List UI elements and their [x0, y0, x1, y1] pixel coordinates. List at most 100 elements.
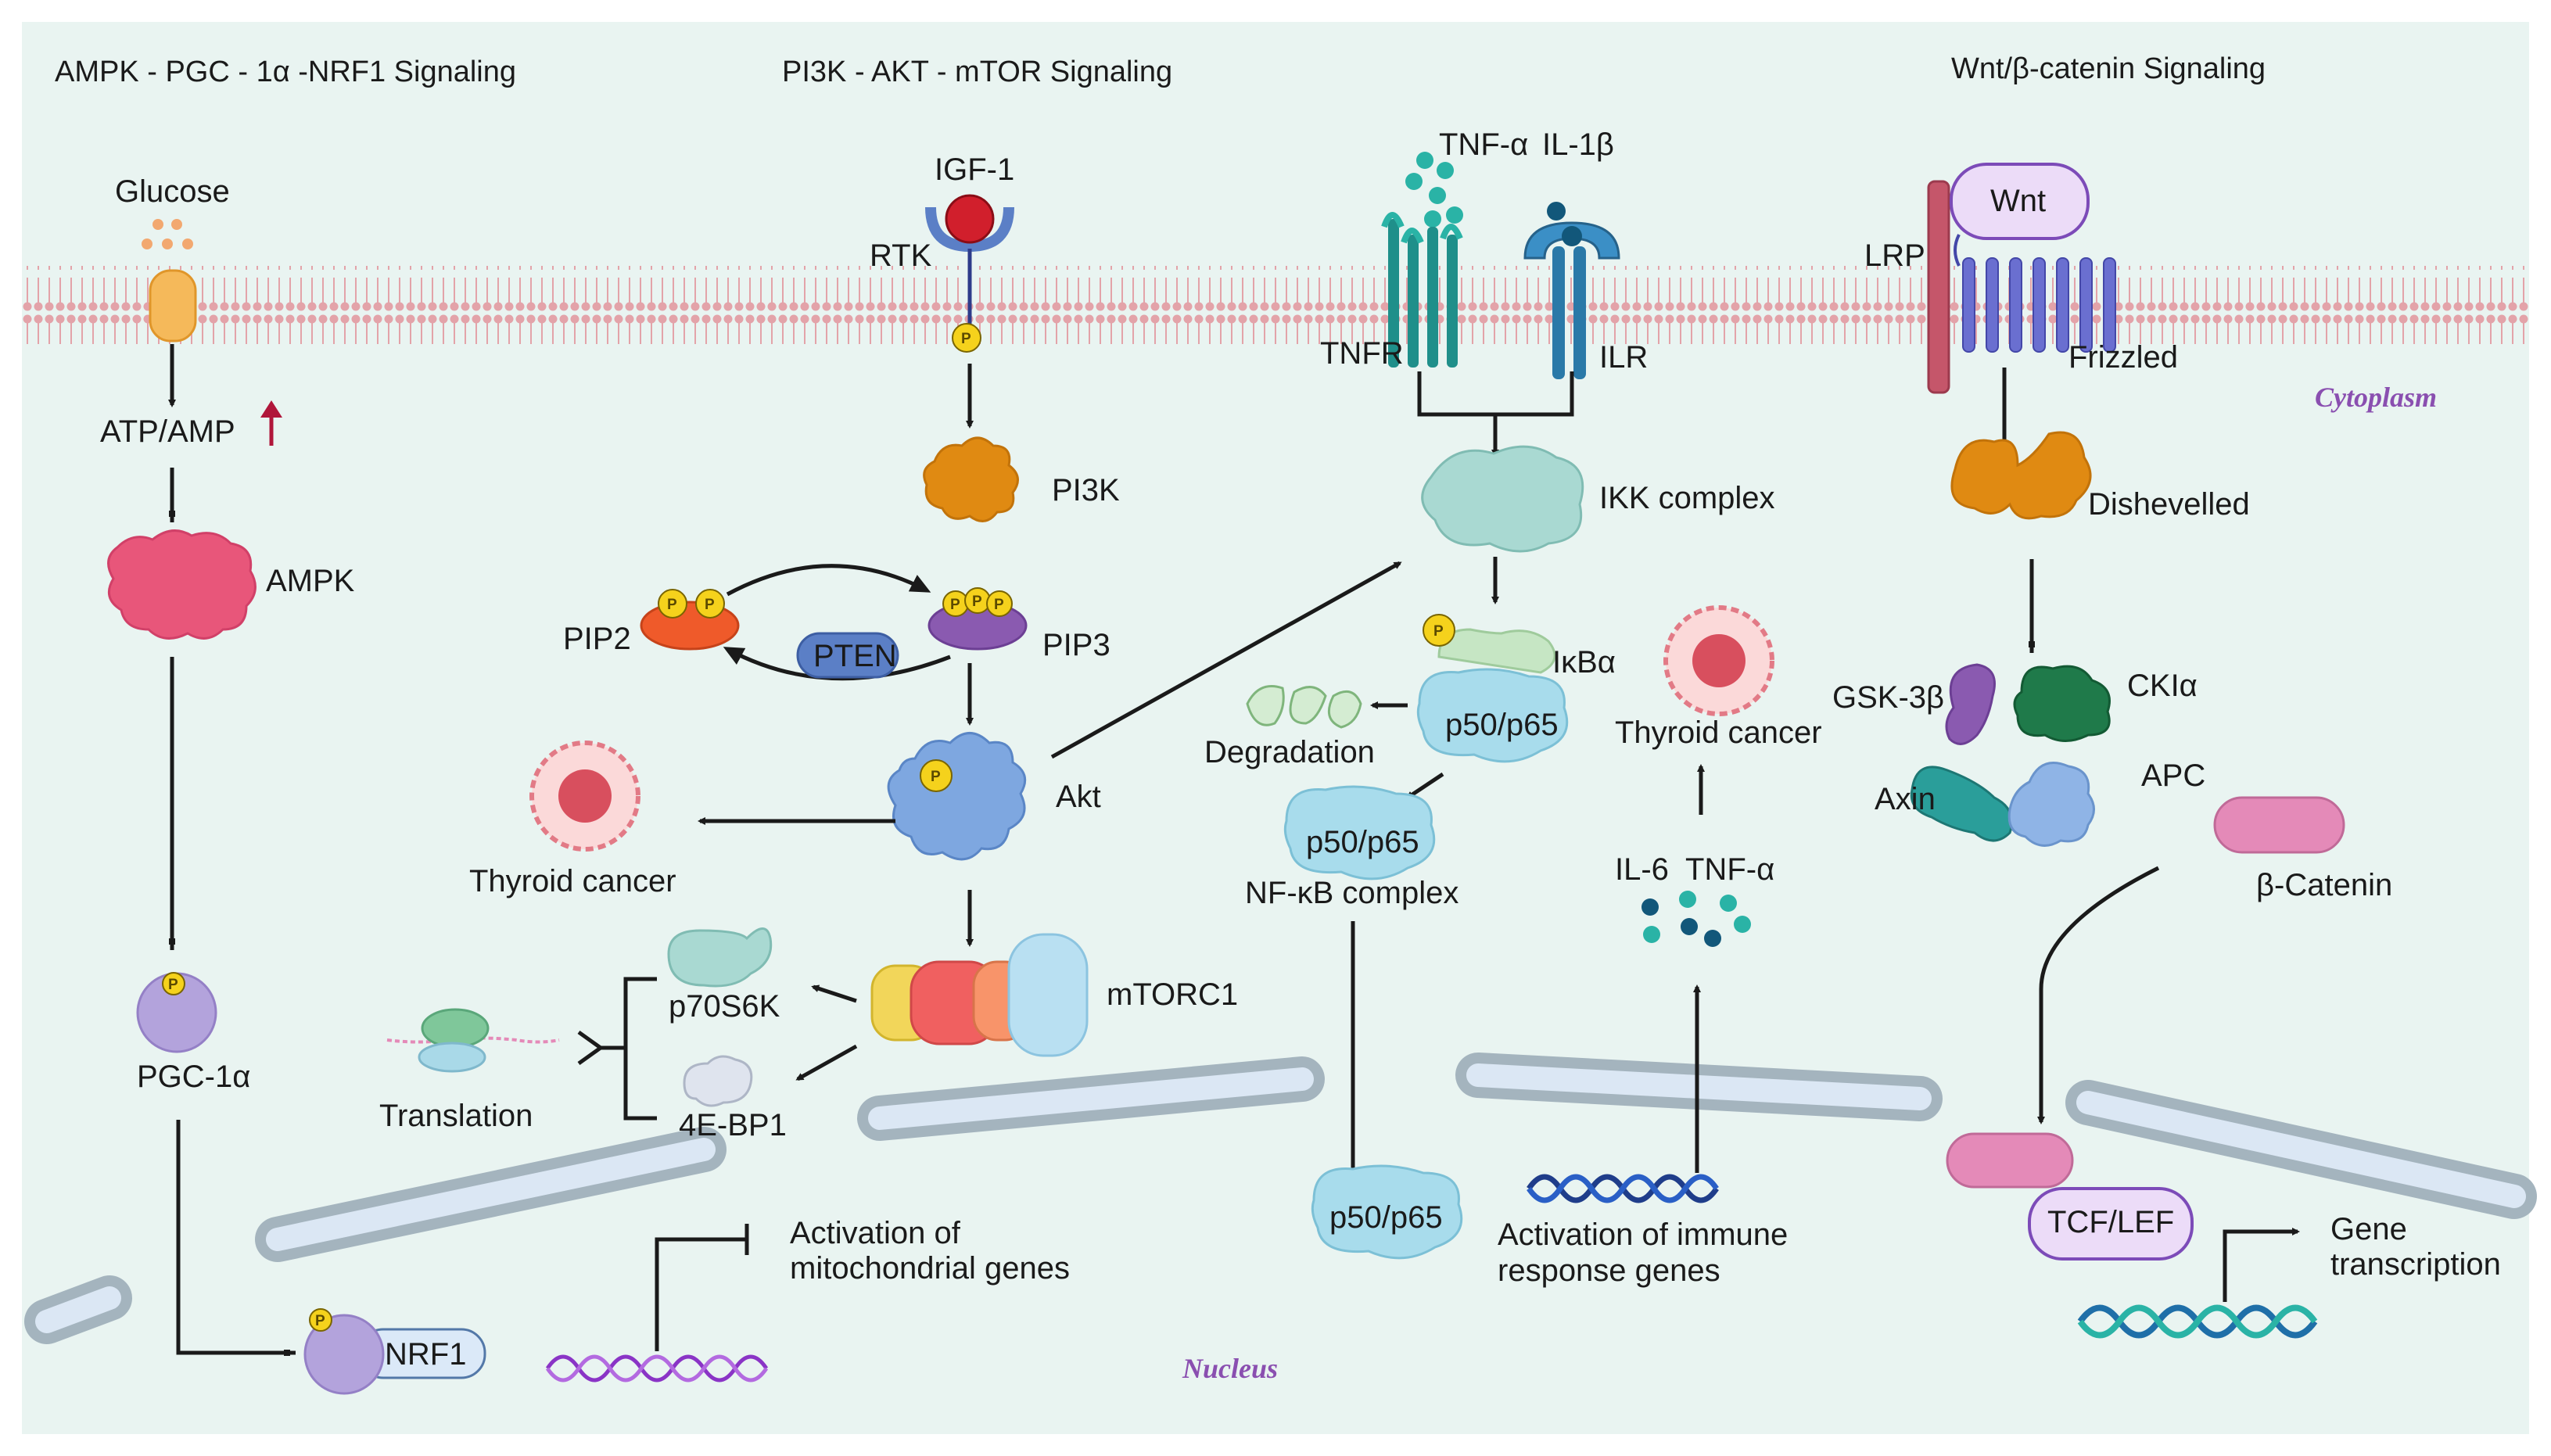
- phospho-icon: P: [920, 759, 953, 792]
- p70s6k-label: p70S6K: [669, 989, 780, 1024]
- translation-label: Translation: [379, 1099, 533, 1133]
- bcatenin-label: β-Catenin: [2256, 868, 2392, 902]
- svg-text:P: P: [994, 597, 1004, 613]
- thyroid-cancer-cell-icon: [529, 741, 640, 852]
- dishevelled-label: Dishevelled: [2088, 487, 2250, 522]
- nuclear-envelope: [24, 1053, 2537, 1344]
- ebp1-protein: [683, 1055, 753, 1107]
- p50p65-label-2: p50/p65: [1306, 825, 1419, 859]
- cell-membrane: [22, 266, 2529, 344]
- glucose-molecules: [142, 219, 193, 249]
- nfkb-complex-label: NF-κB complex: [1245, 876, 1458, 910]
- svg-text:P: P: [667, 597, 677, 613]
- p50p65-complex: [1416, 668, 1569, 763]
- nrf1-protein: [303, 1314, 385, 1395]
- pi3k-protein: [923, 436, 1019, 522]
- ampk-label: AMPK: [266, 564, 355, 598]
- phospho-icon: P P P: [942, 587, 1013, 617]
- tnfa-label: TNF-α: [1439, 127, 1528, 162]
- p50p65-complex-nucleus: [1311, 1164, 1463, 1260]
- up-arrow-icon: [260, 400, 282, 446]
- degradation-label: Degradation: [1204, 735, 1375, 769]
- p70s6k-protein: [667, 927, 773, 988]
- apc-label: APC: [2141, 758, 2205, 793]
- apc-protein: [2007, 762, 2095, 847]
- svg-text:P: P: [931, 769, 941, 785]
- dna-helix-icon: [2077, 1304, 2318, 1339]
- ckia-label: CKIα: [2127, 669, 2198, 703]
- tcflef-factor: [2028, 1187, 2194, 1261]
- thyroid-cancer-cell-icon: [1663, 605, 1774, 716]
- frizzled-label: Frizzled: [2068, 340, 2178, 375]
- atp-amp-label: ATP/AMP: [100, 414, 235, 449]
- phospho-icon: P: [162, 972, 185, 995]
- frizzled-receptor: [1954, 234, 2116, 353]
- ikk-label: IKK complex: [1599, 481, 1775, 515]
- akt-label: Akt: [1056, 780, 1101, 814]
- lrp-label: LRP: [1864, 238, 1925, 273]
- dishevelled-protein: [1950, 431, 2092, 520]
- thyroid-cancer-label-right: Thyroid cancer: [1615, 715, 1822, 750]
- bcatenin-nuclear: [1946, 1132, 2074, 1189]
- header-wnt: Wnt/β-catenin Signaling: [1951, 52, 2266, 85]
- ikk-complex: [1421, 445, 1584, 553]
- p50p65-complex-nfkb: [1283, 785, 1436, 880]
- akt-protein: [887, 732, 1027, 861]
- tnfr-label: TNFR: [1320, 336, 1404, 371]
- gene-transcription-line1: Gene: [2330, 1212, 2407, 1246]
- mito-activation-line2: mitochondrial genes: [790, 1251, 1070, 1286]
- ikba-label: IκBα: [1552, 645, 1616, 680]
- bcatenin-protein: [2213, 796, 2345, 854]
- gsk3b-protein: [1945, 663, 1996, 745]
- degradation-icon: [1246, 685, 1362, 729]
- pten-protein: [796, 632, 899, 679]
- pten-label: PTEN: [813, 639, 897, 673]
- svg-text:P: P: [950, 597, 960, 613]
- thyroid-cancer-label-left: Thyroid cancer: [469, 864, 676, 898]
- header-ampk: AMPK - PGC - 1α -NRF1 Signaling: [55, 56, 516, 88]
- ampk-protein: [107, 529, 257, 640]
- rtk-receptor: [925, 206, 1014, 253]
- il1b-label: IL-1β: [1542, 127, 1614, 162]
- ilr-label: ILR: [1599, 340, 1648, 375]
- dna-helix-icon: [545, 1354, 769, 1382]
- nrf1-label: NRF1: [385, 1337, 466, 1372]
- wnt-label: Wnt: [1990, 184, 2046, 218]
- nucleus-label: Nucleus: [1182, 1353, 1278, 1384]
- il6-label: IL-6: [1615, 852, 1669, 887]
- mito-activation-line1: Activation of: [790, 1216, 961, 1250]
- pgc1a-label: PGC-1α: [137, 1060, 250, 1094]
- phospho-icon: P: [952, 323, 981, 353]
- rtk-label: RTK: [870, 238, 932, 273]
- phospho-icon: P: [1423, 614, 1455, 647]
- pip3-label: PIP3: [1042, 628, 1110, 662]
- tnfa2-label: TNF-α: [1685, 852, 1774, 887]
- immune-activation-line2: response genes: [1498, 1253, 1720, 1288]
- axin-protein: [1910, 766, 2013, 842]
- pip2-label: PIP2: [563, 622, 631, 656]
- ckia-protein: [2013, 665, 2111, 742]
- svg-text:P: P: [961, 331, 971, 347]
- tcflef-label: TCF/LEF: [2047, 1205, 2174, 1239]
- igf1-label: IGF-1: [935, 152, 1014, 187]
- immune-activation-line1: Activation of immune: [1498, 1218, 1788, 1252]
- wnt-ligand: [1950, 163, 2090, 240]
- cytokine-molecules: [1641, 891, 1751, 947]
- svg-text:P: P: [1433, 623, 1444, 640]
- svg-text:P: P: [705, 597, 715, 613]
- ribosome-icon: [386, 1008, 560, 1073]
- dna-helix-icon: [1527, 1174, 1719, 1203]
- tnfr-receptor: [1381, 212, 1463, 368]
- mtorc1-complex: [870, 933, 1089, 1057]
- mtorc1-label: mTORC1: [1107, 977, 1238, 1012]
- svg-text:P: P: [168, 977, 178, 993]
- gene-transcription-line2: transcription: [2330, 1247, 2501, 1282]
- lrp-receptor: [1927, 180, 1950, 394]
- axin-label: Axin: [1875, 782, 1936, 816]
- phospho-icon: P P: [658, 589, 725, 619]
- p50p65-label-3: p50/p65: [1329, 1200, 1443, 1235]
- tnfa-molecules: [1405, 152, 1463, 228]
- header-pi3k: PI3K - AKT - mTOR Signaling: [782, 56, 1172, 88]
- ilr-receptor: [1523, 202, 1620, 379]
